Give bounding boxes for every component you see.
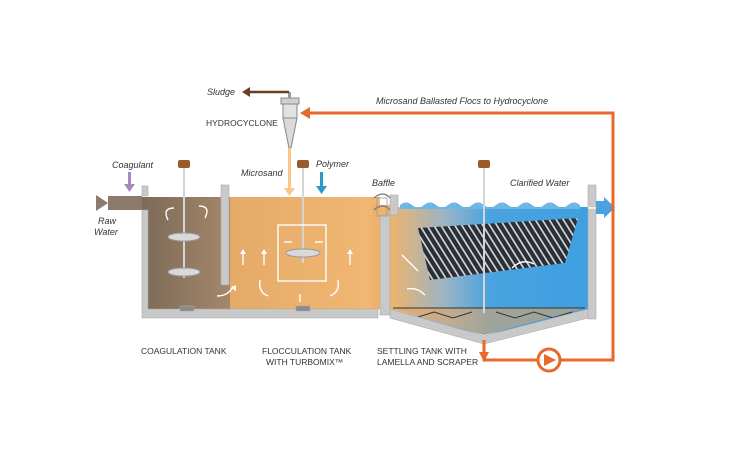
label-microsand: Microsand [241, 168, 284, 178]
microsand-feed [284, 148, 295, 196]
sludge-hopper [393, 308, 585, 335]
label-recycle: Microsand Ballasted Flocs to Hydrocyclon… [376, 96, 548, 106]
label-settling-tank-2: LAMELLA AND SCRAPER [377, 357, 478, 367]
label-raw-water-1: Raw [98, 216, 117, 226]
flow-arrows [165, 205, 598, 302]
baffle [373, 193, 391, 217]
label-coagulant: Coagulant [112, 160, 154, 170]
lamella-plates [418, 218, 578, 280]
label-raw-water-2: Water [94, 227, 119, 237]
label-flocculation-tank-2: WITH TURBOMIX™ [266, 357, 343, 367]
hydrocyclone [242, 87, 300, 149]
label-settling-tank-1: SETTLING TANK WITH [377, 346, 467, 356]
polymer-feed [316, 172, 327, 194]
raw-water-inlet [96, 195, 142, 211]
recycle-pump [536, 347, 562, 373]
label-coagulation-tank: COAGULATION TANK [141, 346, 227, 356]
label-clarified-water: Clarified Water [510, 178, 570, 188]
tank-walls [141, 184, 597, 345]
settling-outlet-arrowhead [479, 352, 489, 362]
turbomix-draft-tube [277, 224, 327, 282]
label-polymer: Polymer [316, 159, 350, 169]
coagulation-water [142, 197, 230, 309]
label-flocculation-tank-1: FLOCCULATION TANK [262, 346, 352, 356]
flow-arrowheads [231, 249, 353, 291]
sludge-arrowhead [242, 87, 250, 97]
settling-water-surface [400, 202, 580, 209]
clarified-water-outlet [596, 197, 615, 218]
coag-mixer [167, 160, 201, 278]
label-sludge: Sludge [207, 87, 235, 97]
recycle-line-arrowhead [300, 107, 310, 119]
floc-mixer [277, 160, 327, 282]
label-baffle: Baffle [372, 178, 395, 188]
label-hydrocyclone: HYDROCYCLONE [206, 118, 278, 128]
scraper-drive [478, 160, 490, 313]
coagulant-feed [124, 172, 135, 192]
